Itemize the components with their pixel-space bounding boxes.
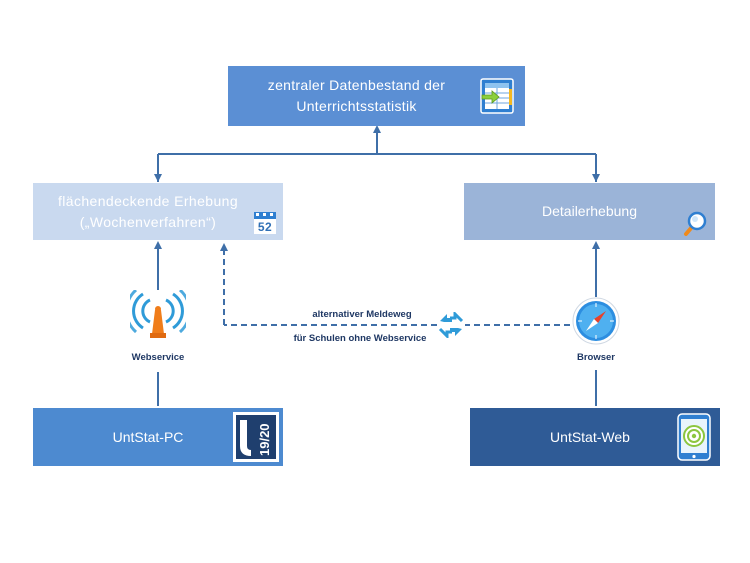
compass-browser-icon [572, 297, 620, 345]
untstat-logo-icon: 19/20 [233, 412, 279, 462]
connector-to-central [157, 125, 597, 182]
connector-alternative-dashed [220, 243, 570, 326]
connector-central-down [154, 160, 600, 182]
central-label-line1: zentraler Datenbestand der [267, 77, 446, 93]
antenna-icon [130, 290, 186, 340]
magnifier-icon [683, 211, 707, 237]
untstat-logo-text: 19/20 [257, 423, 272, 456]
tablet-icon [677, 413, 711, 461]
untstat-web-box: UntStat-Web [470, 408, 720, 466]
webservice-caption: Webservice [131, 352, 185, 363]
central-label-line2: Unterrichtsstatistik [296, 98, 417, 114]
area-wide-survey-box: flächendeckende Erhebung („Wochenverfahr… [33, 183, 283, 240]
untstat-pc-label: UntStat-PC [112, 428, 184, 445]
detail-survey-box: Detailerhebung [464, 183, 715, 240]
alternative-route-caption-line2: für Schulen ohne Webservice [293, 333, 427, 344]
detail-label: Detailerhebung [542, 203, 637, 219]
untstat-pc-box: UntStat-PC 19/20 [33, 408, 283, 466]
browser-caption: Browser [576, 352, 615, 363]
exchange-icon [438, 312, 464, 338]
untstat-web-label: UntStat-Web [550, 428, 630, 445]
central-database-box: zentraler Datenbestand der Unterrichtsst… [228, 66, 525, 126]
alternative-route-caption-line1: alternativer Meldeweg [312, 309, 412, 320]
survey-label-line1: flächendeckende Erhebung [57, 192, 239, 209]
table-icon [478, 77, 516, 115]
calendar-icon: 52 [253, 211, 277, 235]
survey-label-line2: („Wochenverfahren“) [79, 213, 217, 230]
calendar-number: 52 [258, 220, 272, 234]
